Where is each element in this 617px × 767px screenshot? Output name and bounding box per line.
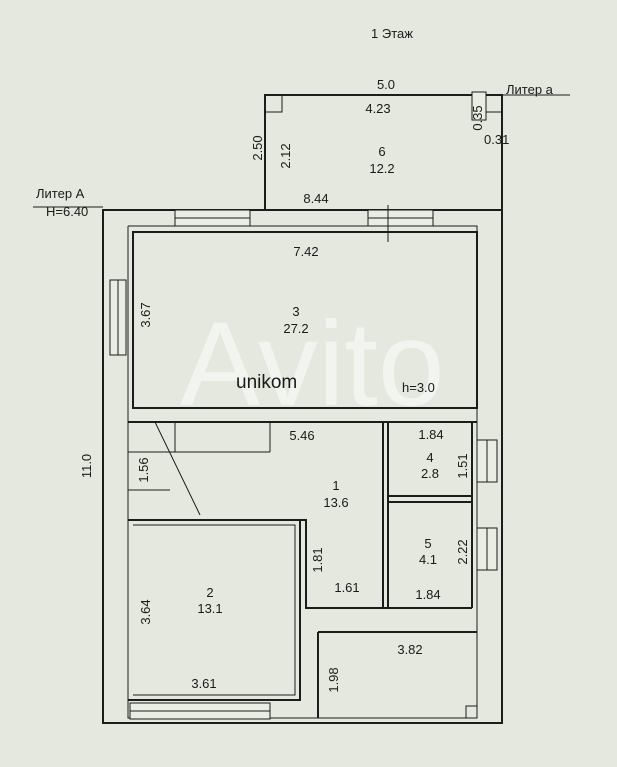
dim-width-844: 8.44 — [303, 191, 328, 206]
dim-room-3-width: 7.42 — [293, 244, 318, 259]
dim-top-inner: 4.23 — [365, 101, 390, 116]
room-3-number: 3 — [292, 304, 299, 319]
room-3-height: h=3.0 — [402, 380, 435, 395]
dim-room-4-height: 1.51 — [455, 453, 470, 478]
room-6-number: 6 — [378, 144, 385, 159]
floor-label: 1 Этаж — [371, 26, 413, 41]
room-5-number: 5 — [424, 536, 431, 551]
room-2-number: 2 — [206, 585, 213, 600]
walls — [33, 94, 570, 724]
dim-left-250: 2.50 — [250, 135, 265, 160]
dim-room-2-width: 3.61 — [191, 676, 216, 691]
room-1-number: 1 — [332, 478, 339, 493]
room-6-area: 12.2 — [369, 161, 394, 176]
dim-total-height: 11.0 — [79, 454, 94, 478]
dim-bottom-width: 3.82 — [397, 642, 422, 657]
liter-small-name: Литер а — [506, 82, 554, 97]
room-4-area: 2.8 — [421, 466, 439, 481]
watermark-text: Avito — [180, 297, 445, 431]
dim-corridor-width: 1.61 — [334, 580, 359, 595]
room-3-wall — [132, 231, 478, 409]
room-1-area: 13.6 — [323, 495, 348, 510]
dim-room-1-width: 5.46 — [289, 428, 314, 443]
dim-left-212: 2.12 — [278, 143, 293, 168]
room-5-area: 4.1 — [419, 552, 437, 567]
liter-a-height: H=6.40 — [46, 204, 88, 219]
watermark-brand: unikom — [236, 372, 297, 393]
dim-side-031: 0.31 — [484, 132, 509, 147]
dim-top-outer: 5.0 — [377, 77, 395, 92]
dim-room-5-height: 2.22 — [455, 539, 470, 564]
dim-room-5-width: 1.84 — [415, 587, 440, 602]
room-3-area: 27.2 — [283, 321, 308, 336]
room-2-area: 13.1 — [197, 601, 222, 616]
dim-bottom-height: 1.98 — [326, 667, 341, 692]
dim-room-4-width: 1.84 — [418, 427, 443, 442]
annex-wall — [264, 94, 503, 210]
room-4-number: 4 — [426, 450, 433, 465]
liter-a-name: Литер А — [36, 186, 85, 201]
dim-corridor-height: 1.81 — [310, 547, 325, 572]
dim-room-2-height: 3.64 — [138, 599, 153, 624]
windows — [109, 91, 498, 720]
dim-side-035: 0.35 — [470, 105, 485, 130]
dim-stair: 1.56 — [136, 457, 151, 482]
dim-room-3-height: 3.67 — [138, 302, 153, 327]
outer-wall — [102, 209, 503, 724]
